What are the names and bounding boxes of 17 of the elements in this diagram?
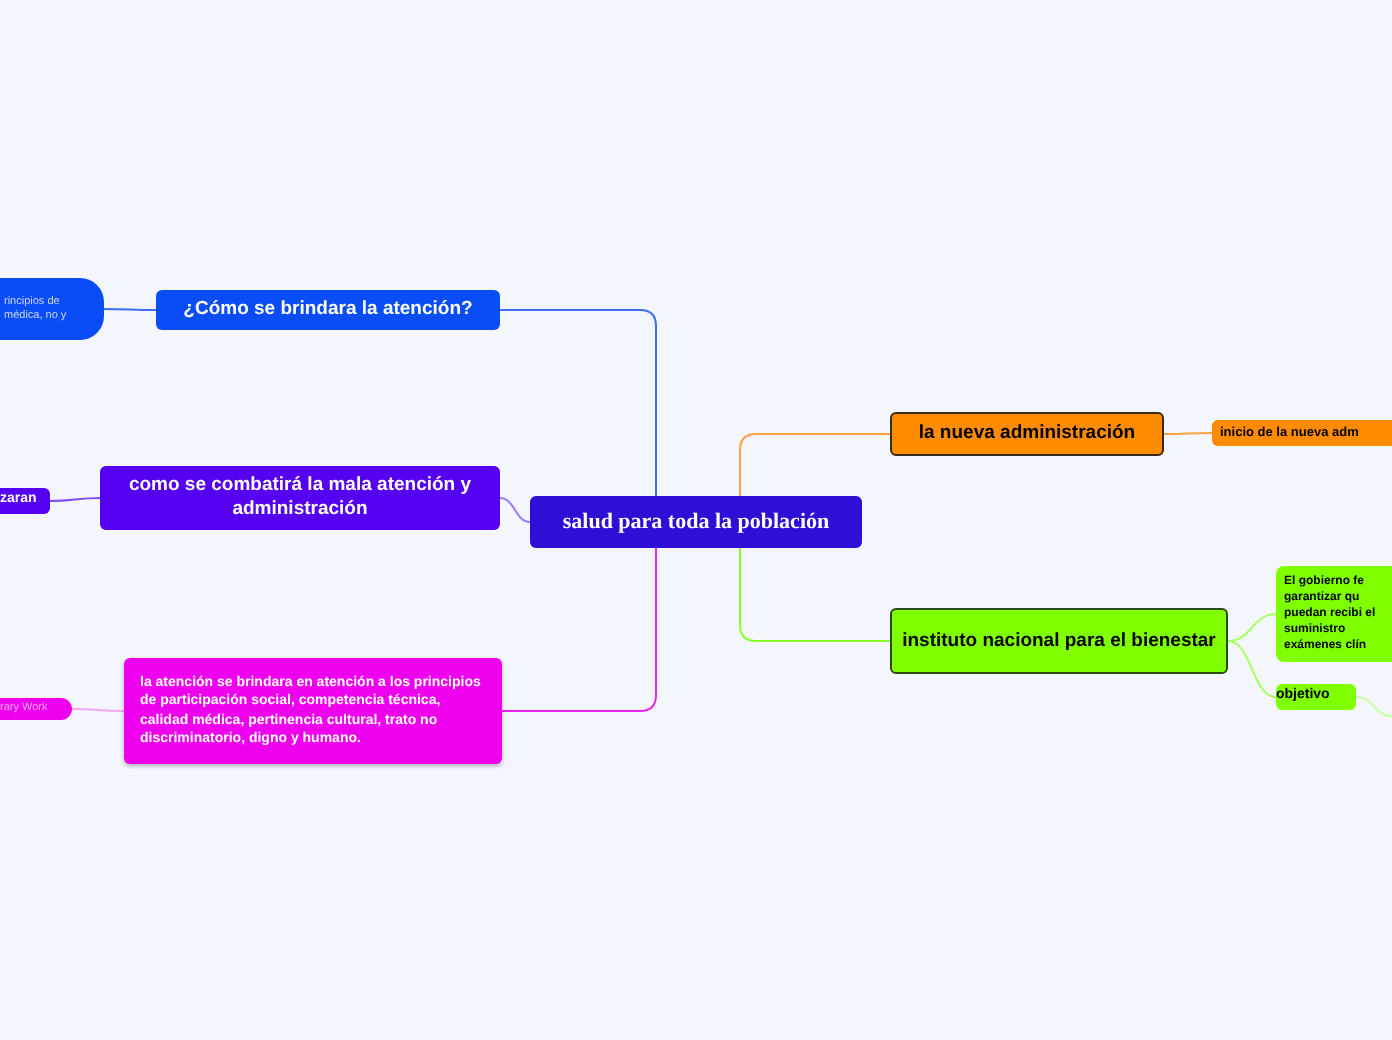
connector-line <box>739 433 891 497</box>
connector-line <box>499 309 657 497</box>
connector-line <box>1227 613 1277 642</box>
connector-line <box>501 547 657 712</box>
central-topic-box: salud para toda la población <box>530 496 862 548</box>
connector-line <box>1163 432 1213 435</box>
topic-box: la nueva administración <box>890 412 1164 456</box>
connector-line <box>49 497 101 502</box>
topic-box: ¿Cómo se brindara la atención? <box>156 290 500 330</box>
connector-line <box>1355 696 1392 717</box>
connector-line <box>103 308 157 311</box>
topic-box: instituto nacional para el bienestar <box>890 608 1228 674</box>
topic-box: como se combatirá la mala atención y administración <box>100 466 500 530</box>
connector-line <box>739 547 891 642</box>
connector-line <box>499 497 531 523</box>
connector-line <box>1227 640 1277 698</box>
connector-line <box>71 708 125 712</box>
